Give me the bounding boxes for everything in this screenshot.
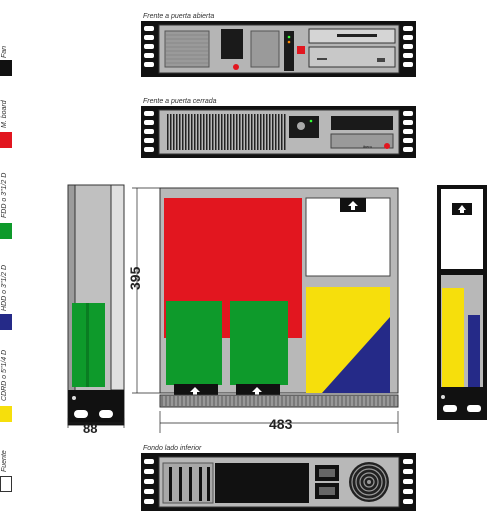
legend-swatch-fan <box>0 60 12 76</box>
caption-bottom: Fondo lado inferior <box>143 445 202 452</box>
fdd-area-2 <box>230 301 288 385</box>
cdrom-area <box>306 287 390 393</box>
legend-swatch-fuente <box>0 476 12 492</box>
bottom-view <box>141 453 416 511</box>
legend-label-hdd: HDD o 3"1/2 D <box>1 264 8 311</box>
legend-swatch-cdrd <box>0 406 12 422</box>
fdd-area-1 <box>166 301 222 385</box>
legend-label-mboard: M. board <box>1 100 8 128</box>
right-side-view <box>437 185 487 420</box>
dim-depth: 395 <box>127 266 143 290</box>
legend: Fan M. board FDD o 3"1/2 D HDD o 3"1/2 D… <box>0 0 16 525</box>
side-view <box>67 184 125 426</box>
top-view <box>132 187 399 433</box>
legend-label-cdrd: CDRD o 5"1/4 D <box>1 349 8 401</box>
legend-label-fuente: Fuente <box>1 450 8 472</box>
legend-label-fan: Fan <box>1 45 8 58</box>
dim-height: 88 <box>83 421 98 436</box>
legend-label-fdd: FDD o 3"1/2 D <box>1 172 8 218</box>
legend-swatch-mboard <box>0 132 12 148</box>
legend-swatch-hdd <box>0 314 12 330</box>
dim-width: 483 <box>269 416 293 432</box>
brand-label: ibero <box>363 144 373 149</box>
legend-swatch-fdd <box>0 223 12 239</box>
front-open-view <box>141 21 416 77</box>
caption-front-closed: Frente a puerta cerrada <box>143 98 217 105</box>
height-dim-line <box>67 418 125 428</box>
front-closed-view: ibero <box>141 106 416 158</box>
caption-front-open: Frente a puerta abierta <box>143 13 215 20</box>
